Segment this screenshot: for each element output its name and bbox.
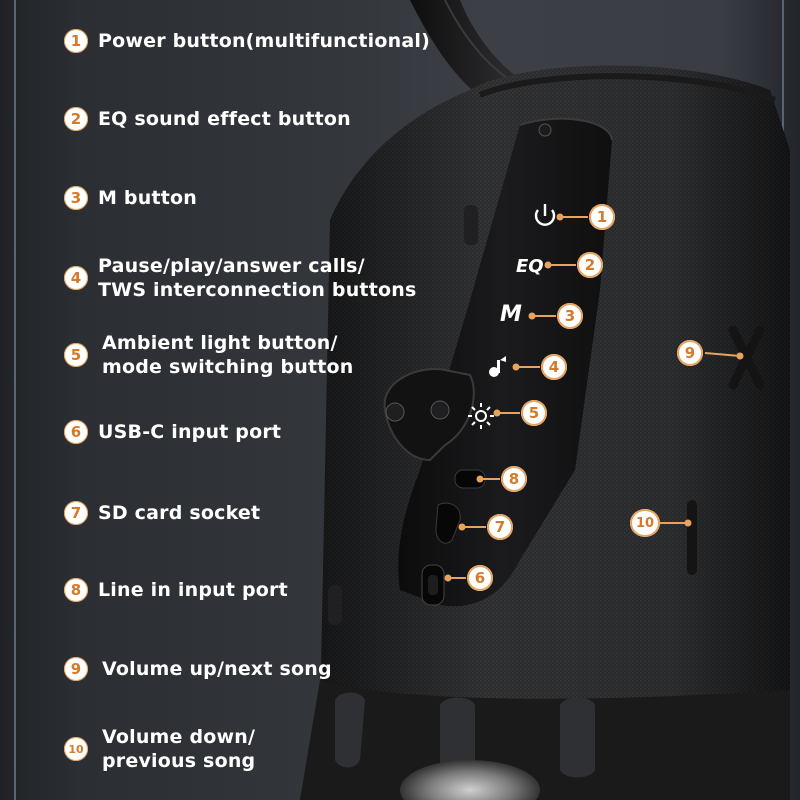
legend-text: Pause/play/answer calls/ bbox=[98, 255, 365, 277]
legend-text: mode switching button bbox=[102, 356, 354, 378]
legend-text: EQ sound effect button bbox=[98, 108, 351, 130]
callout-6: 6 bbox=[467, 565, 493, 591]
callout-3: 3 bbox=[557, 303, 583, 329]
legend-number: 9 bbox=[64, 657, 88, 681]
legend-text: Ambient light button/ bbox=[102, 332, 338, 354]
sd-card-socket bbox=[435, 502, 461, 544]
legend-text: M button bbox=[98, 187, 197, 209]
eq-button-label: EQ bbox=[516, 256, 544, 277]
callout-7: 7 bbox=[487, 514, 513, 540]
passive-radiator bbox=[400, 760, 540, 800]
control-panel bbox=[398, 118, 612, 607]
callout-9: 9 bbox=[677, 340, 703, 366]
legend-text: Volume down/ bbox=[102, 726, 256, 748]
legend-text: Volume up/next song bbox=[102, 658, 332, 680]
legend-text: Line in input port bbox=[98, 579, 288, 601]
legend-number: 1 bbox=[64, 29, 88, 53]
legend-text: USB-C input port bbox=[98, 421, 282, 443]
legend-number: 10 bbox=[64, 737, 88, 761]
legend-number: 5 bbox=[64, 343, 88, 367]
legend-text: SD card socket bbox=[98, 502, 261, 524]
callout-8: 8 bbox=[501, 466, 527, 492]
m-button-label: M bbox=[500, 302, 522, 327]
callout-1: 1 bbox=[589, 204, 615, 230]
legend-number: 8 bbox=[64, 578, 88, 602]
legend-text: Power button(multifunctional) bbox=[98, 30, 430, 52]
legend-number: 2 bbox=[64, 107, 88, 131]
legend-text: TWS interconnection buttons bbox=[98, 279, 417, 301]
callout-4: 4 bbox=[541, 354, 567, 380]
legend-number: 7 bbox=[64, 501, 88, 525]
ambient-light-icon bbox=[468, 403, 494, 429]
volume-up-icon bbox=[728, 325, 765, 390]
callout-2: 2 bbox=[577, 252, 603, 278]
play-pause-icon bbox=[489, 356, 506, 377]
legend-number: 3 bbox=[64, 186, 88, 210]
power-icon bbox=[534, 204, 556, 226]
legend-number: 6 bbox=[64, 420, 88, 444]
callout-5: 5 bbox=[521, 400, 547, 426]
legend-text: previous song bbox=[102, 750, 256, 772]
callout-10: 10 bbox=[630, 509, 660, 537]
legend: 1 Power button(multifunctional) 2 EQ sou… bbox=[64, 29, 430, 772]
legend-number: 4 bbox=[64, 266, 88, 290]
